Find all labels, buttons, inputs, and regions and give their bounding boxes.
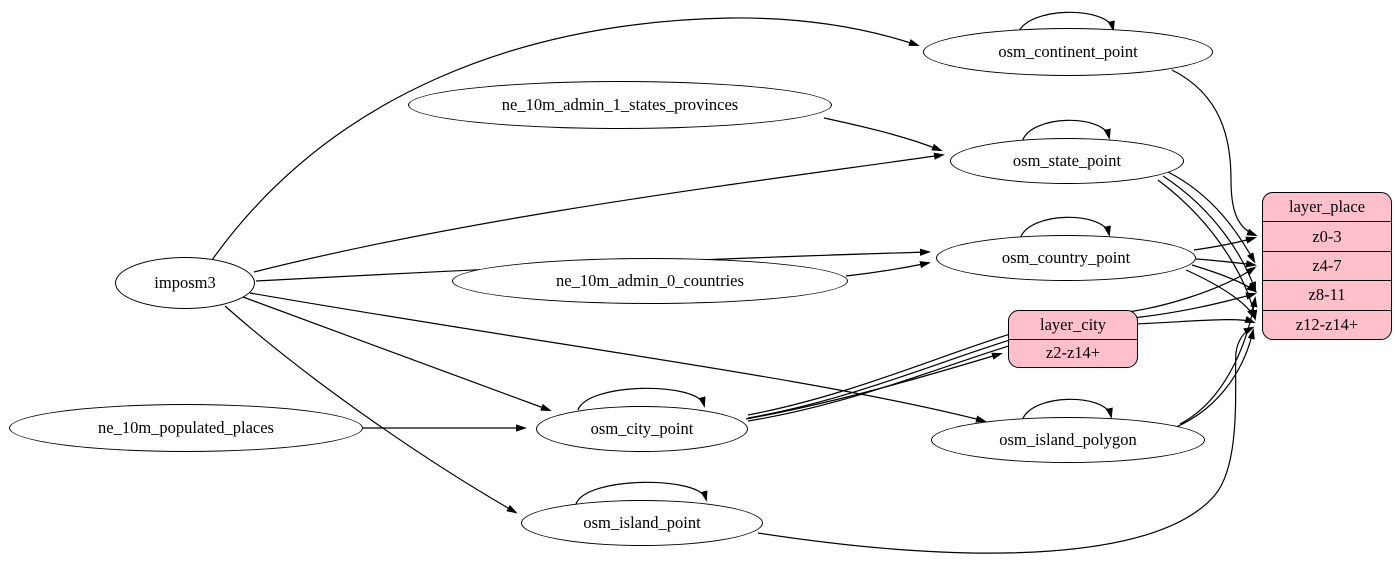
node-ne-admin0-label: ne_10m_admin_0_countries [556, 271, 744, 290]
edge-country-z12-z14 [1185, 269, 1256, 320]
selfloop-continent [1017, 11, 1115, 35]
edge-country-z8-11 [1191, 264, 1258, 293]
node-osm-city-point: osm_city_point [536, 406, 748, 452]
record-layer-place-row-z8-11: z8-11 [1263, 280, 1391, 309]
edge-island-point-z12-z14 [757, 326, 1255, 554]
edge-city-z12-z14 [747, 315, 1256, 422]
node-ne-places-label: ne_10m_populated_places [98, 418, 274, 437]
edge-imposm3-continent [211, 17, 920, 261]
selfloop-city [577, 387, 706, 411]
record-layer-city-header: layer_city [1040, 314, 1106, 334]
edge-state-z4-7 [1167, 171, 1256, 264]
node-ne-10m-admin-0-countries: ne_10m_admin_0_countries [452, 258, 848, 304]
edge-island-polygon-z12-z14 [1173, 328, 1255, 429]
node-island-point-label: osm_island_point [583, 513, 701, 532]
record-layer-city: layer_city z2-z14+ [1008, 310, 1138, 368]
node-osm-state-point: osm_state_point [950, 138, 1184, 184]
edge-ne-admin0-country [845, 261, 931, 277]
edge-city-z8-11 [747, 292, 1257, 419]
node-ne-10m-populated-places: ne_10m_populated_places [9, 404, 363, 452]
node-state-label: osm_state_point [1012, 151, 1122, 170]
edge-imposm3-city [242, 296, 552, 412]
edge-country-z0-3 [1193, 236, 1257, 251]
selfloop-state [1021, 119, 1111, 143]
record-layer-place-row-z0-3: z0-3 [1263, 221, 1391, 250]
node-osm-country-point: osm_country_point [936, 235, 1196, 281]
edge-island-polygon-z8-11 [1179, 296, 1258, 425]
edge-country-z4-7 [1195, 258, 1257, 268]
edge-imposm3-island-point [224, 305, 518, 514]
node-country-label: osm_country_point [1001, 248, 1131, 267]
edge-continent-z0-3 [1171, 69, 1258, 237]
record-layer-place-row-z12-z14: z12-z14+ [1263, 309, 1391, 339]
edge-state-z8-11 [1162, 175, 1256, 293]
edge-ne-admin1-state [823, 117, 943, 152]
record-layer-place-row-z4-7: z4-7 [1263, 250, 1391, 280]
node-imposm3-label: imposm3 [154, 273, 216, 292]
record-layer-place: layer_place z0-3 z4-7 z8-11 z12-z14+ [1262, 192, 1392, 340]
node-imposm3: imposm3 [115, 257, 255, 309]
edge-imposm3-state [253, 152, 945, 273]
node-ne-10m-admin-1-states-provinces: ne_10m_admin_1_states_provinces [408, 81, 832, 129]
selfloop-country [1019, 216, 1111, 240]
node-osm-island-point: osm_island_point [521, 500, 763, 546]
node-city-label: osm_city_point [590, 419, 694, 438]
node-island-polygon-label: osm_island_polygon [999, 430, 1137, 449]
node-ne-admin1-label: ne_10m_admin_1_states_provinces [501, 95, 739, 114]
selfloop-island-polygon [1021, 398, 1113, 422]
edge-imposm3-island-polygon [249, 292, 987, 423]
record-layer-place-header: layer_place [1288, 197, 1366, 217]
selfloop-island-point [575, 481, 708, 505]
node-osm-island-polygon: osm_island_polygon [931, 417, 1205, 463]
node-continent-label: osm_continent_point [998, 42, 1138, 61]
record-layer-city-row-z2-z14: z2-z14+ [1009, 338, 1137, 368]
node-osm-continent-point: osm_continent_point [923, 28, 1213, 76]
